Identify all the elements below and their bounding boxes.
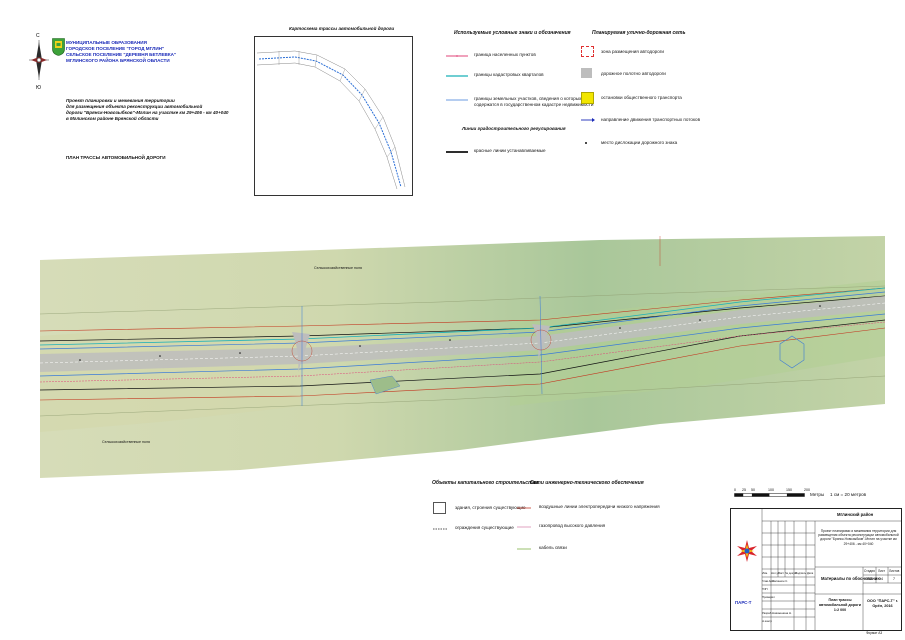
legend-item-bus-stop: остановки общественного транспорта bbox=[581, 92, 701, 104]
legend-item-road-sign: место дислокации дорожного знака bbox=[581, 140, 721, 150]
legend-utilities-title: Сети инженерно-технического обеспечения bbox=[530, 480, 644, 486]
stamp-name: Овсянкин С. bbox=[772, 579, 788, 583]
project-line-4: в Мглинском районе Брянской области bbox=[66, 116, 159, 121]
stamp-role: Глав.Арх. bbox=[762, 579, 775, 583]
scale-tick: 0 bbox=[734, 488, 736, 492]
company-logo-icon bbox=[735, 539, 759, 563]
title-block: ПАРС-Т Мглинский район Проект планировки… bbox=[730, 508, 902, 631]
scale-tick: 150 bbox=[786, 488, 792, 492]
scale-tick: 25 bbox=[742, 488, 746, 492]
stamp-col-label: Лист bbox=[778, 571, 785, 575]
company-logo-text: ПАРС-Т bbox=[735, 600, 752, 605]
org-line-3: СЕЛЬСКОЕ ПОСЕЛЕНИЕ "ДЕРЕВНЯ БЕТЛЕВКА" bbox=[66, 52, 177, 57]
legend-label: красные линии устанавливаемые bbox=[474, 148, 546, 153]
legend-capital-title: Объекты капитального строительства bbox=[432, 480, 539, 486]
compass-rose: С Ю bbox=[26, 30, 52, 91]
aerial-map[interactable]: Сельскохозяйственные поля Сельскохозяйст… bbox=[39, 236, 886, 478]
scale-tick: 100 bbox=[768, 488, 774, 492]
stamp-company: ООО "ПАРС-Т" г. Орёл, 2016 bbox=[866, 599, 899, 609]
scale-unit: Метры bbox=[810, 492, 825, 497]
stamp-region: Мглинский район bbox=[837, 512, 874, 517]
legend-item-settlement-border: граница населенных пунктов bbox=[446, 52, 626, 60]
legend-network-title: Планируемая улично-дорожная сеть bbox=[592, 30, 686, 36]
stamp-stage: ПП bbox=[867, 577, 873, 581]
stamp-description: Проект планировки и межевания территории… bbox=[818, 529, 899, 546]
legend-item-power-line: воздушные линии электропередачи низкого … bbox=[517, 504, 660, 509]
field-label-north: Сельскохозяйственные поля bbox=[314, 266, 362, 270]
stamp-role: Н.контр bbox=[762, 619, 772, 623]
legend-item-comm-cable: кабель связи bbox=[517, 545, 567, 550]
inset-title: Картосхема трассы автомобильной дороги bbox=[289, 26, 395, 31]
stamp-sheet-title: Материалы по обоснованию bbox=[821, 576, 881, 581]
org-line-4: МГЛИНСКОГО РАЙОНА БРЯНСКОЙ ОБЛАСТИ bbox=[66, 58, 170, 63]
stamp-role: Проверил bbox=[762, 595, 775, 599]
legend-item-road-zone: зона размещения автодороги bbox=[581, 46, 701, 58]
scale-ratio: 1 см = 20 метров bbox=[830, 492, 867, 497]
legend-label: границы кадастровых кварталов bbox=[474, 72, 544, 77]
stamp-hdr-sheet: Лист bbox=[878, 569, 885, 573]
field-label-south: Сельскохозяйственные поля bbox=[102, 440, 150, 444]
scale-tick: 50 bbox=[751, 488, 755, 492]
stamp-col-label: Подпись bbox=[795, 571, 807, 575]
stamp-sheets-total: 7 bbox=[893, 577, 895, 581]
legend-item-buildings: здания, строения существующие bbox=[433, 502, 553, 514]
stamp-col-label: Изм. bbox=[762, 571, 768, 575]
legend-label: граница населенных пунктов bbox=[474, 52, 536, 57]
legend-red-lines-subtitle: Линии градостроительного регулирования bbox=[462, 126, 566, 131]
legend-item-road-surface: дорожное полотно автодороги bbox=[581, 68, 701, 80]
legend-label: границы земельных участков, сведения о к… bbox=[474, 96, 594, 107]
stamp-name: Новоженина Н. bbox=[772, 611, 792, 615]
coat-of-arms-icon bbox=[52, 38, 65, 56]
stamp-col-label: Дата bbox=[807, 571, 814, 575]
stamp-role: Разраб. bbox=[762, 611, 773, 615]
legend-item-gas-pipeline: газопровод высокого давления bbox=[517, 523, 606, 528]
org-line-2: ГОРОДСКОЕ ПОСЕЛЕНИЕ "ГОРОД МГЛИН" bbox=[66, 46, 165, 51]
legend-item-traffic-direction: направление движения транспортных потоко… bbox=[581, 116, 721, 126]
project-line-2: для размещения объекта реконструкции авт… bbox=[66, 104, 203, 109]
inset-route-map bbox=[254, 36, 413, 196]
intersection-east bbox=[530, 295, 552, 395]
stamp-drawing-title: План трассы автомобильной дороги 1:2 000 bbox=[819, 598, 861, 612]
legend-item-red-line: красные линии устанавливаемые bbox=[446, 148, 626, 156]
stamp-sheet-number: 4 bbox=[881, 577, 883, 581]
sheet-format: Формат А3 bbox=[866, 631, 883, 635]
scale-tick: 200 bbox=[804, 488, 810, 492]
intersection-west bbox=[291, 306, 313, 406]
compass-north-letter: С bbox=[36, 33, 40, 39]
legend-item-land-plot: границы земельных участков, сведения о к… bbox=[446, 96, 626, 108]
stamp-role: ГИП bbox=[762, 587, 768, 591]
project-line-1: Проект планировки и межевания территории bbox=[66, 98, 175, 103]
plan-title: ПЛАН ТРАССЫ АВТОМОБИЛЬНОЙ ДОРОГИ bbox=[66, 155, 166, 160]
legend-symbols-title: Используемые условные знаки и обозначени… bbox=[454, 30, 571, 36]
compass-south-letter: Ю bbox=[36, 85, 41, 90]
legend-item-fences: ограждения существующие bbox=[433, 525, 514, 530]
stamp-hdr-sheets: Листов bbox=[889, 569, 900, 573]
project-line-3: дороги "Брянск-Новозыбков"-Мглин на учас… bbox=[66, 110, 229, 115]
legend-item-cadastral-quarter: границы кадастровых кварталов bbox=[446, 72, 626, 80]
stamp-hdr-stage: Стадия bbox=[864, 569, 875, 573]
stamp-col-label: Кол.уч bbox=[771, 571, 780, 575]
stamp-col-label: № докум. bbox=[785, 571, 798, 575]
scale-bar: 0 25 50 100 150 200 bbox=[734, 488, 824, 498]
org-line-1: МУНИЦИПАЛЬНЫЕ ОБРАЗОВАНИЯ bbox=[66, 40, 147, 45]
